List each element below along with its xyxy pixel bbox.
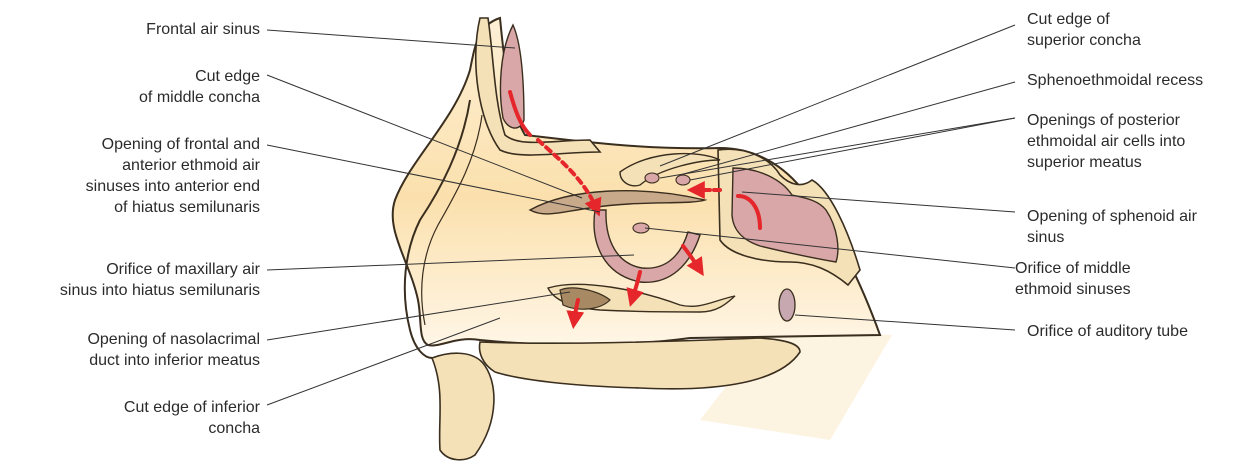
label-cut-edge-middle-concha: Cut edge of middle concha [139, 66, 260, 108]
label-cut-edge-inferior-concha: Cut edge of inferior concha [124, 397, 260, 439]
label-opening-frontal-anterior-ethmoid: Opening of frontal and anterior ethmoid … [86, 134, 260, 218]
posterior-ethmoid-opening-2 [676, 175, 690, 185]
label-sphenoethmoidal-recess: Sphenoethmoidal recess [1027, 70, 1203, 91]
label-openings-posterior-ethmoidal: Openings of posterior ethmoidal air cell… [1027, 110, 1185, 173]
label-frontal-air-sinus: Frontal air sinus [146, 19, 260, 40]
label-opening-sphenoid-sinus: Opening of sphenoid air sinus [1027, 206, 1197, 248]
posterior-ethmoid-opening-1 [645, 173, 659, 183]
label-cut-edge-superior-concha: Cut edge of superior concha [1027, 9, 1141, 51]
label-orifice-middle-ethmoid: Orifice of middle ethmoid sinuses [1015, 258, 1131, 300]
label-opening-nasolacrimal-duct: Opening of nasolacrimal duct into inferi… [87, 329, 260, 371]
auditory-tube-orifice [779, 289, 795, 321]
label-orifice-maxillary-sinus: Orifice of maxillary air sinus into hiat… [60, 259, 260, 301]
label-orifice-auditory-tube: Orifice of auditory tube [1027, 321, 1188, 342]
frontal-sinus [500, 25, 524, 128]
upper-lip [432, 353, 494, 460]
hard-palate [480, 338, 800, 389]
